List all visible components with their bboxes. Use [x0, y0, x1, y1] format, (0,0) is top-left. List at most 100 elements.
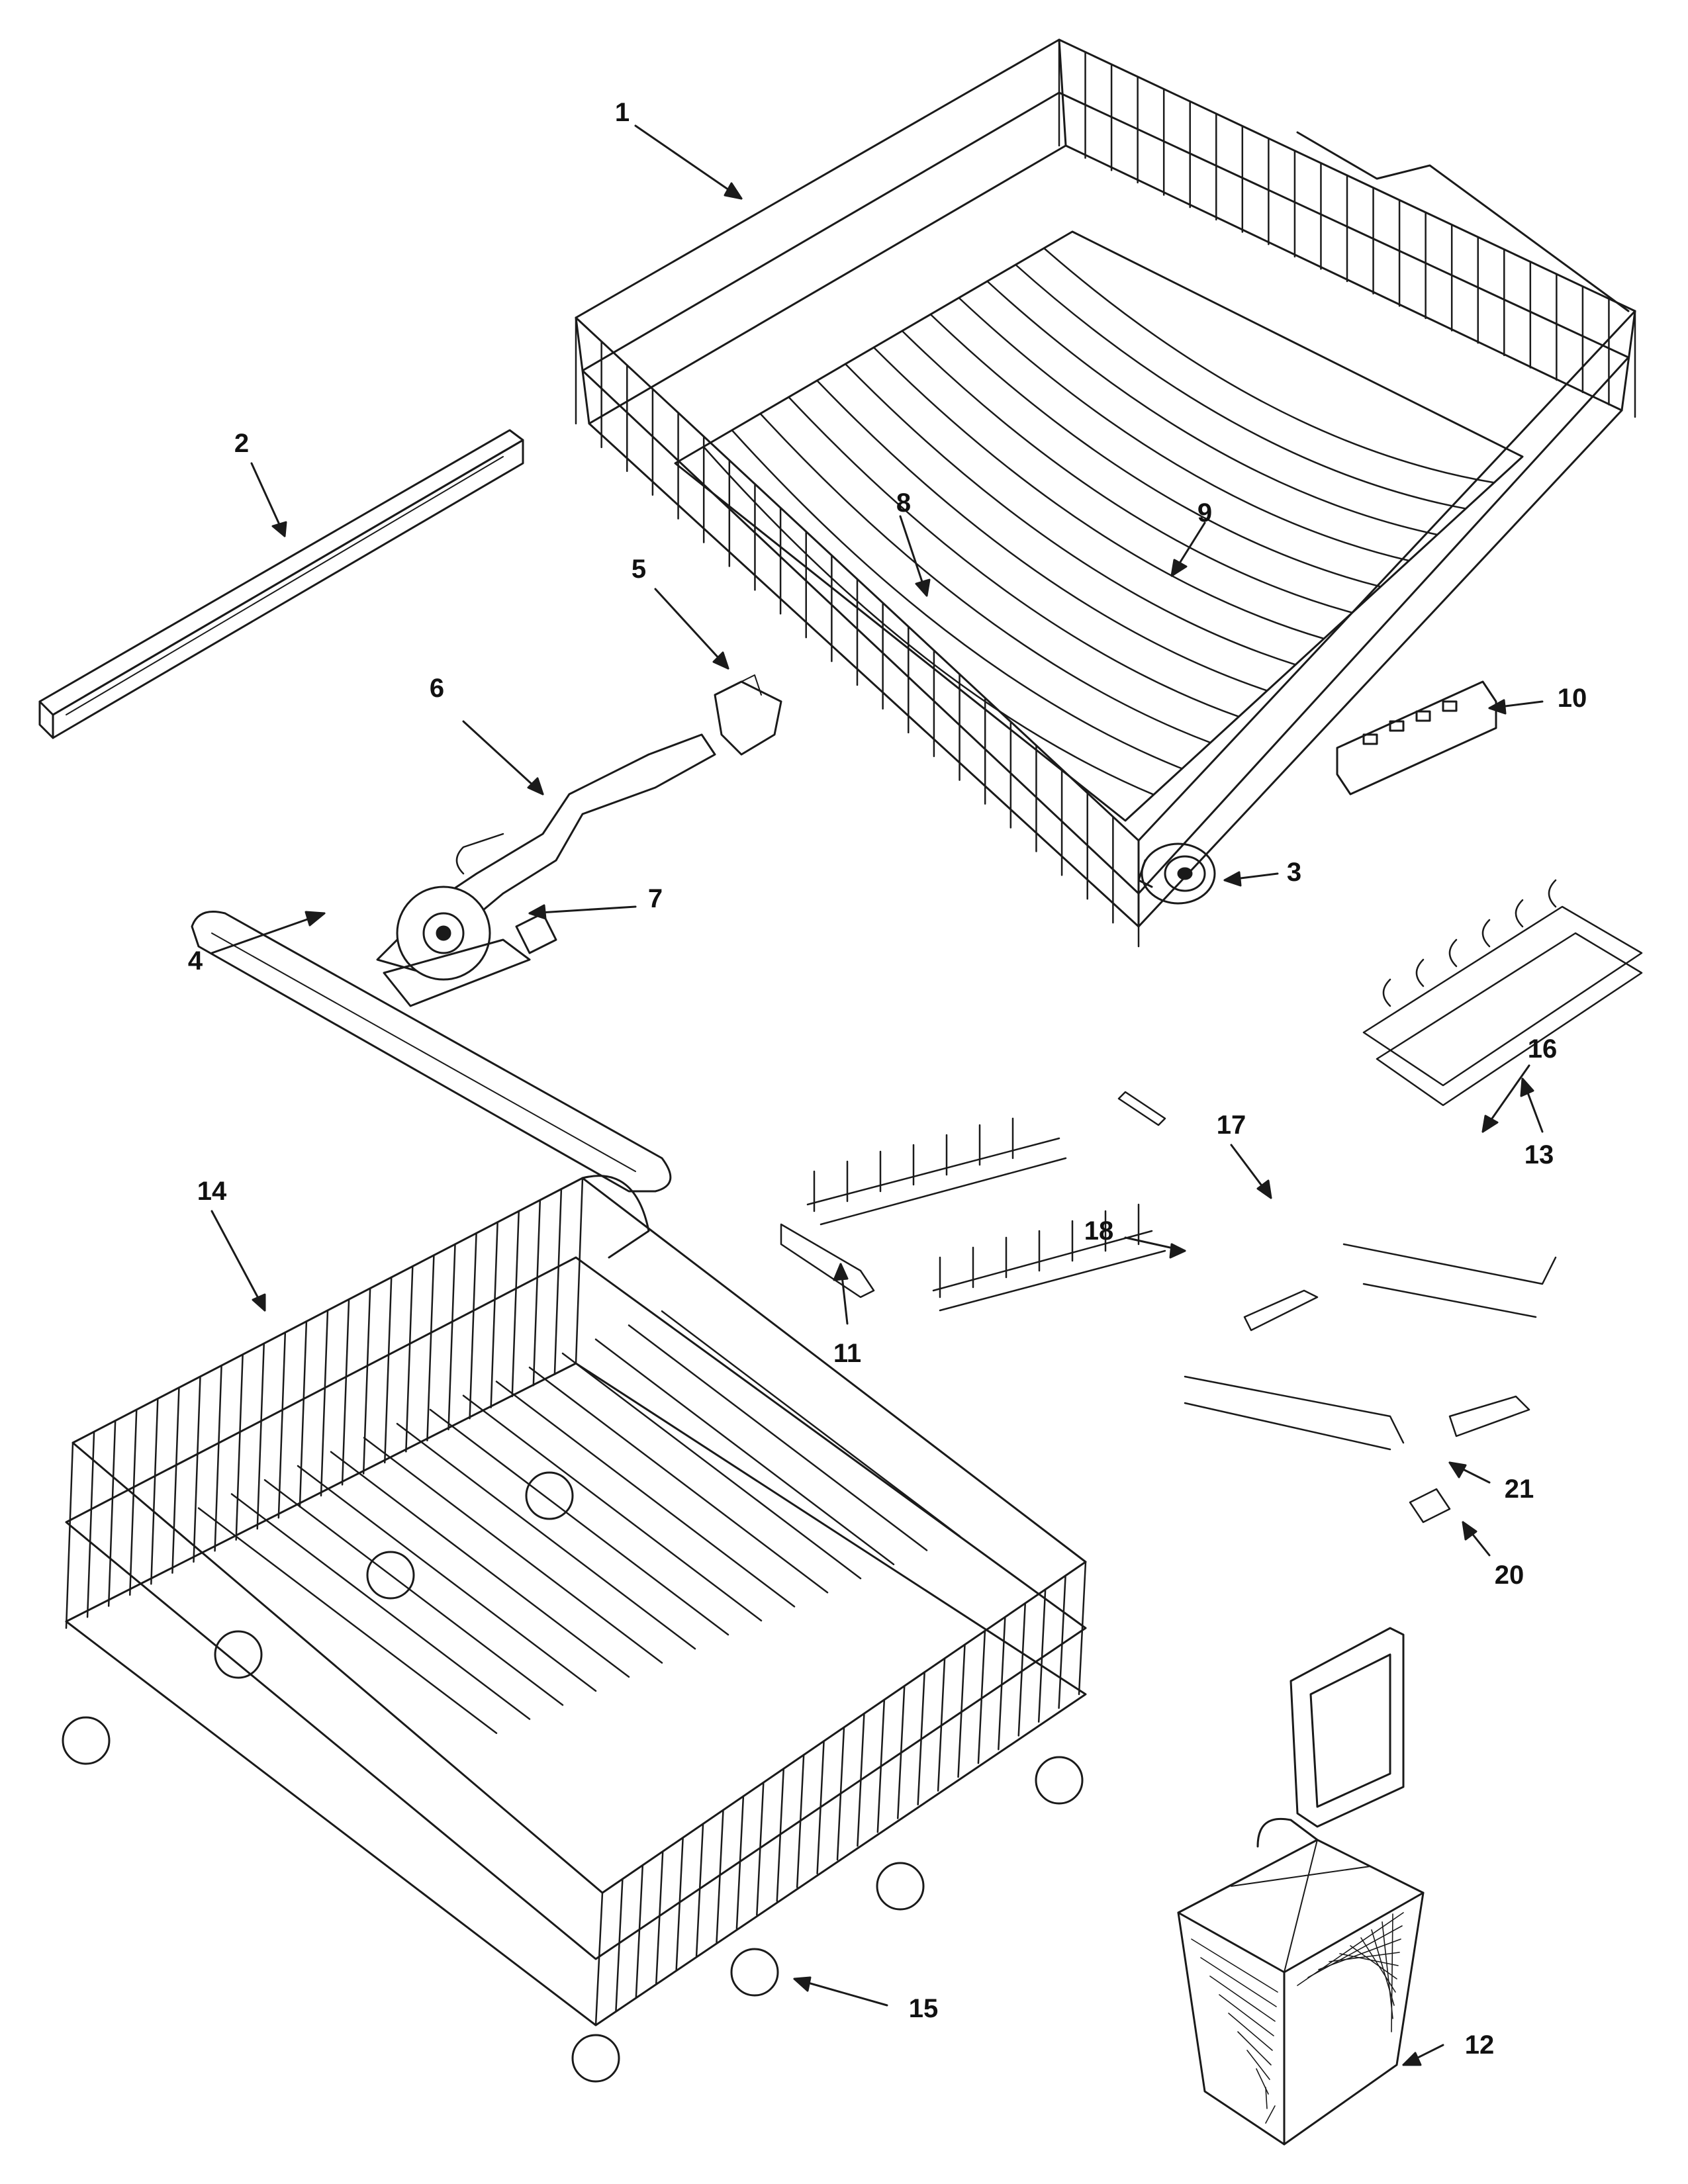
wire: [735, 1795, 745, 1930]
wire: [958, 296, 1410, 562]
wire: [635, 1864, 644, 1999]
wire: [150, 1398, 159, 1585]
wire: [756, 1782, 765, 1916]
wire: [197, 1507, 498, 1734]
wire: [615, 1878, 624, 2013]
silverware-basket: [1177, 1627, 1425, 2146]
wire: [836, 1726, 845, 1861]
wire: [65, 1441, 74, 1629]
wire: [1037, 1588, 1047, 1723]
callout-18: 18: [1084, 1216, 1114, 1246]
callout-15: 15: [908, 1994, 939, 2023]
wire: [977, 1629, 986, 1764]
wire: [330, 1451, 630, 1678]
rack-plate: [1336, 680, 1497, 796]
wire: [675, 1837, 684, 1971]
wire: [384, 1276, 393, 1464]
wire: [661, 1310, 961, 1537]
wire: [1017, 1602, 1026, 1737]
wire: [1265, 2087, 1268, 2109]
wire: [532, 1199, 541, 1387]
wire: [929, 313, 1382, 588]
wire: [1015, 263, 1467, 510]
wire: [405, 1265, 414, 1453]
wire: [1318, 1938, 1401, 1970]
wire: [1350, 1945, 1397, 1979]
tine-clip: [780, 1091, 1166, 1298]
wire: [1256, 2068, 1269, 2095]
wire: [511, 1210, 520, 1398]
wire: [901, 330, 1354, 614]
wire: [171, 1387, 180, 1574]
wire: [876, 1699, 886, 1833]
wire: [872, 346, 1325, 640]
wire: [716, 1809, 724, 1944]
folding-shelf: [1184, 1243, 1557, 1524]
wire: [1191, 1938, 1278, 1993]
rack-rail: [38, 429, 524, 739]
tine-row: [806, 1117, 1166, 1312]
rack-clip: [714, 674, 782, 756]
folding-tine-row: [1362, 879, 1643, 1107]
wire: [937, 1657, 946, 1792]
callout-7: 7: [647, 884, 663, 913]
wire: [86, 1431, 95, 1618]
wire: [816, 379, 1268, 692]
wire: [1339, 1953, 1399, 1966]
wire: [447, 1243, 456, 1431]
callout-5: 5: [631, 555, 647, 584]
wire: [857, 1712, 865, 1847]
callout-1: 1: [614, 98, 630, 127]
wire: [1043, 247, 1495, 484]
callout-4: 4: [187, 946, 203, 976]
wire: [553, 1188, 563, 1375]
wire: [702, 445, 1155, 796]
wire: [426, 1254, 435, 1441]
wire: [844, 363, 1297, 666]
callout-13: 13: [1524, 1140, 1554, 1169]
callout-16: 16: [1527, 1034, 1558, 1064]
spray-arm-assembly: [191, 733, 716, 1193]
wire: [561, 1352, 862, 1580]
wire: [193, 1375, 201, 1563]
callout-21: 21: [1504, 1475, 1534, 1504]
wire: [129, 1408, 138, 1596]
lower-rack-wheel: [62, 1471, 1084, 2083]
wire: [731, 429, 1183, 770]
callout-9: 9: [1197, 498, 1213, 527]
wire: [594, 1891, 604, 2026]
wire: [214, 1365, 222, 1552]
wire: [1228, 2013, 1273, 2051]
wire: [917, 1671, 925, 1805]
callout-10: 10: [1557, 684, 1587, 713]
rack-wheel: [1137, 842, 1216, 905]
wire: [320, 1309, 329, 1497]
wire: [998, 1616, 1006, 1751]
wire: [816, 1740, 825, 1875]
wire: [796, 1754, 805, 1888]
wire: [986, 280, 1438, 536]
wire: [788, 396, 1240, 718]
wire: [429, 1408, 729, 1636]
callout-2: 2: [234, 429, 250, 458]
wire: [1391, 1913, 1393, 2032]
wire: [776, 1768, 784, 1902]
wire: [575, 1177, 584, 1365]
callout-17: 17: [1216, 1111, 1246, 1140]
wire: [897, 1685, 906, 1819]
callout-6: 6: [429, 674, 445, 703]
wire: [1360, 1937, 1396, 1993]
callout-3: 3: [1286, 858, 1302, 887]
wire: [1307, 1925, 1403, 1978]
callout-14: 14: [197, 1177, 227, 1206]
wire: [263, 1479, 564, 1706]
wire: [230, 1493, 531, 1720]
wire: [1078, 1561, 1087, 1696]
wire: [628, 1324, 928, 1551]
wire: [655, 1850, 664, 1985]
wire: [957, 1643, 966, 1778]
wire: [1209, 1976, 1276, 2022]
wire: [235, 1353, 244, 1541]
wire: [1382, 1921, 1393, 2019]
